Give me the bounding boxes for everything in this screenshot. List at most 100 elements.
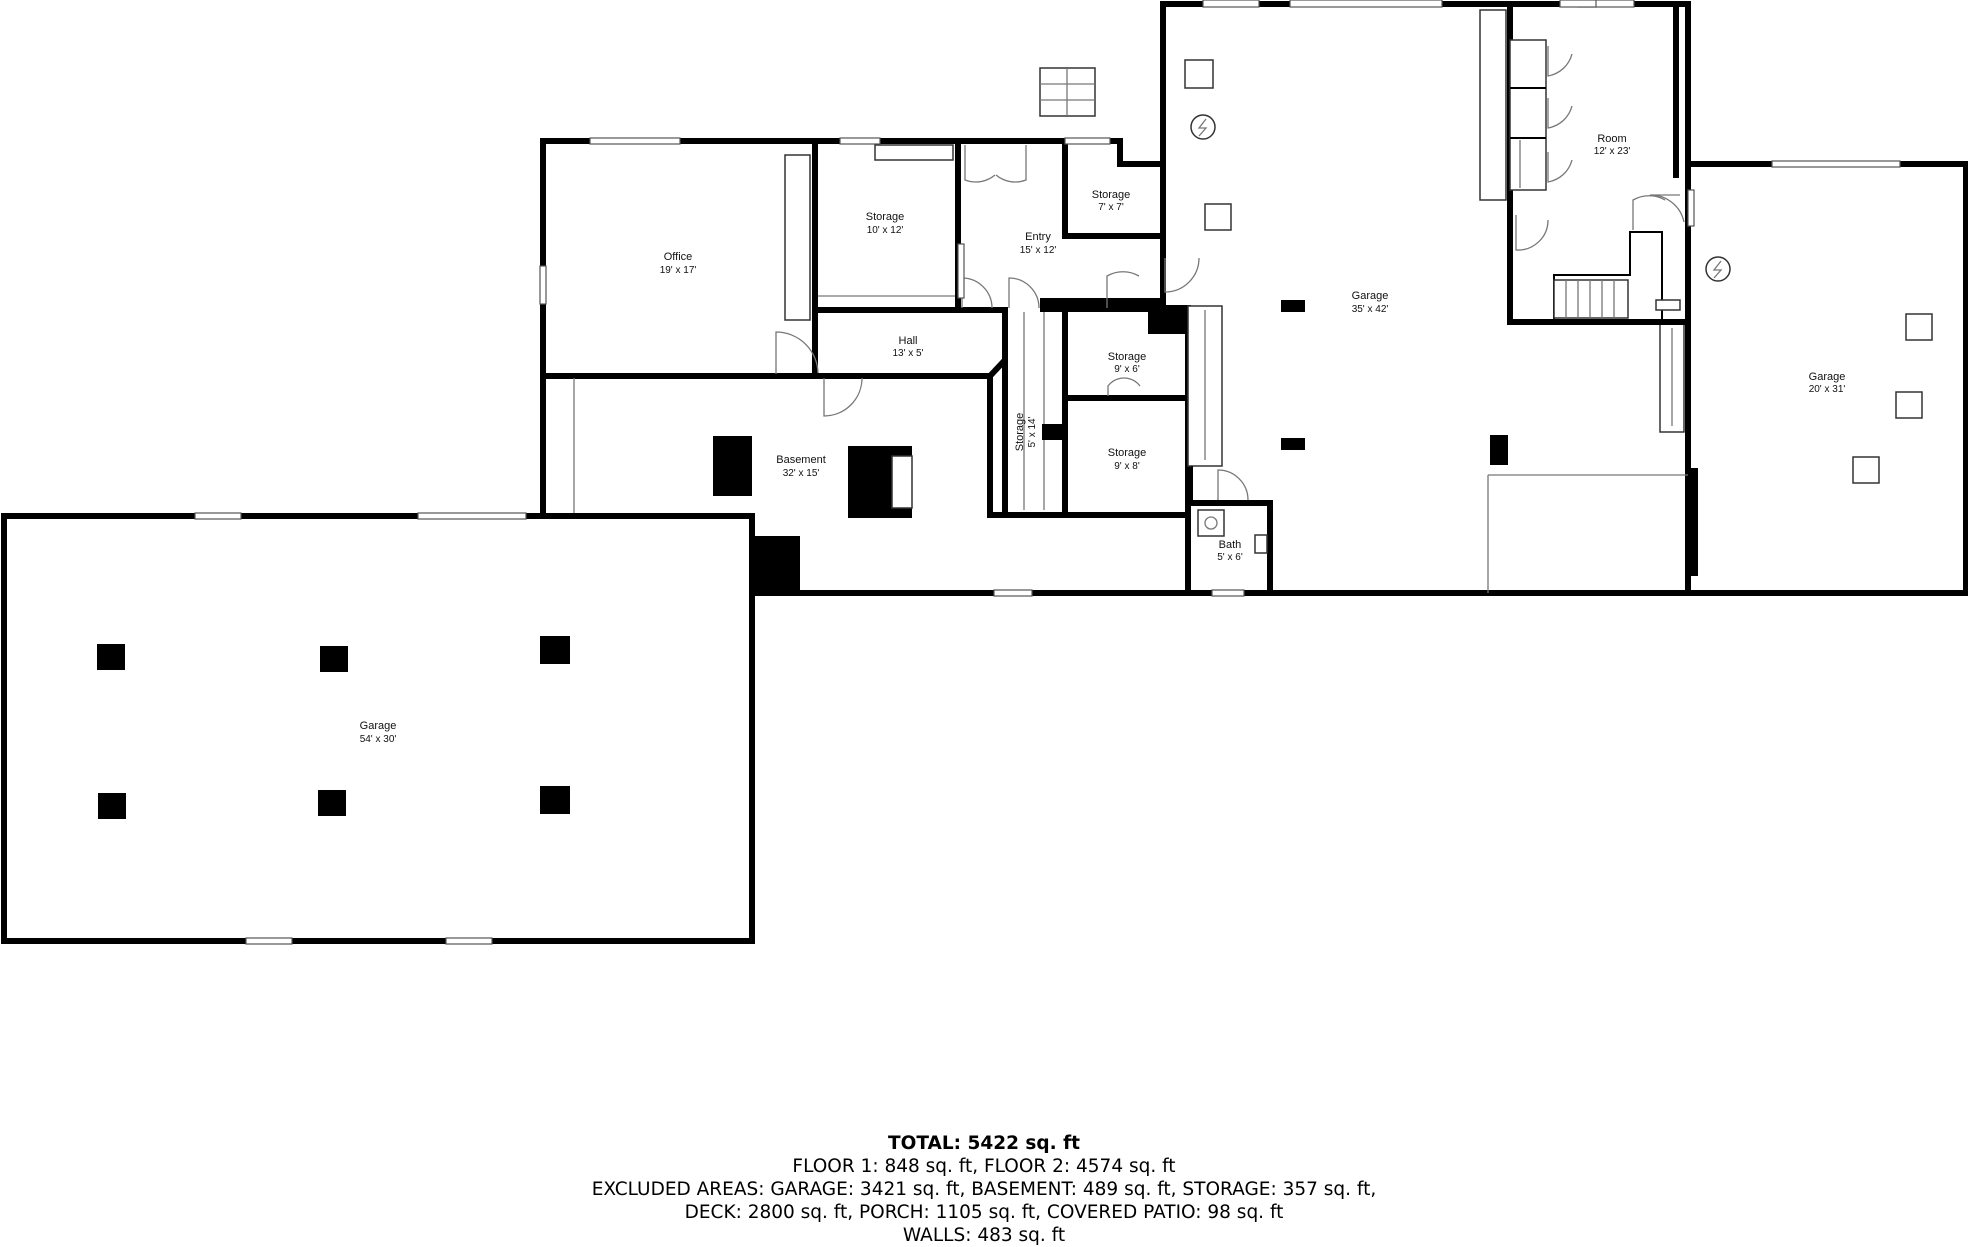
entry-door [1008,277,1040,309]
column [318,790,346,816]
room-name: Basement [776,454,826,466]
chimney [752,536,800,596]
window [245,937,293,945]
garage-wall [1160,305,1191,596]
garage-east-area [1685,160,1968,596]
lightning-icon [1197,118,1208,137]
room-dim: 32' x 15' [783,468,820,479]
appliance [1184,59,1214,89]
room-dim: 15' x 12' [1020,245,1057,256]
water-heater-icon [1190,114,1216,140]
room-name: Bath [1219,539,1242,551]
room-name: Hall [899,335,918,347]
storage-e-label: Storage 5' x 14' [1014,413,1038,452]
window [1289,0,1443,8]
room-name: Storage [1108,351,1147,363]
storage-shelf [874,144,954,161]
column [320,646,348,672]
room-dim: 9' x 8' [1114,461,1140,472]
appliance [1852,456,1880,484]
lightning-icon [1712,260,1723,279]
entry-door [995,145,1027,183]
window [839,137,881,145]
central-block [539,137,1200,597]
room-name: Room [1597,133,1626,145]
window [1687,189,1695,227]
window [194,512,242,520]
garage-west-walls [1,513,755,944]
column [1042,424,1062,440]
room-name: Storage [866,211,905,223]
room-dim: 54' x 30' [360,734,397,745]
window [957,243,965,299]
window [445,937,493,945]
shelf [1655,299,1681,311]
toilet [1254,534,1268,554]
locker-door [1547,152,1573,183]
room-name: Garage [360,720,397,732]
sink [1197,509,1225,537]
room-labels: Office 19' x 17' Storage 10' x 12' Entry… [360,133,1846,745]
storage-door [1107,377,1141,396]
room-area [1507,0,1691,325]
room-dim: 5' x 6' [1217,552,1243,563]
window [1211,589,1245,597]
room-name: Garage [1352,290,1389,302]
room-dim: 10' x 12' [867,225,904,236]
room-name: Storage [1092,189,1131,201]
stair-block [1040,298,1164,312]
window [539,265,547,305]
appliance [1895,391,1923,419]
window [1559,0,1597,8]
window [993,589,1033,597]
garage-main-area [1039,0,1691,597]
room-name: Storage [1108,447,1147,459]
entry-door [964,145,996,183]
walls-area: WALLS: 483 sq. ft [902,1225,1066,1246]
beam [713,436,752,450]
window [589,137,681,145]
room-name: Garage [1809,371,1846,383]
room-dim: 7' x 7' [1098,202,1124,213]
office-outer-wall [540,138,818,516]
stairs [1553,279,1629,319]
total-area: TOTAL: 5422 sq. ft [887,1133,1081,1154]
room-name: Storage [1014,413,1026,452]
column [540,786,570,814]
water-heater-icon [1705,256,1731,282]
lockers [1509,39,1547,191]
garage-west-area [1,512,755,945]
column [1281,438,1305,450]
garage-door-header [1690,468,1698,576]
furnace-panel [891,455,913,509]
garage-door [1164,257,1200,293]
appliance [1204,203,1232,231]
window [1064,137,1111,145]
room-name: Office [664,251,693,263]
bath-door [1217,469,1249,501]
area-summary: TOTAL: 5422 sq. ft FLOOR 1: 848 sq. ft, … [0,1132,1968,1247]
basement-door [823,377,863,417]
appliance [1905,313,1933,341]
room-dim: 13' x 5' [892,348,923,359]
floor-areas: FLOOR 1: 848 sq. ft, FLOOR 2: 4574 sq. f… [792,1156,1176,1177]
window [1202,0,1260,8]
locker-door [1547,46,1573,77]
room-dim: 5' x 14' [1027,416,1038,447]
locker-door [1547,98,1573,129]
entry-door [961,277,993,309]
column [1490,435,1508,465]
room-name: Entry [1025,231,1051,243]
office-counter [784,154,811,321]
room-door [1649,194,1685,223]
bath-walls [1189,500,1273,596]
excluded-areas-cont: DECK: 2800 sq. ft, PORCH: 1105 sq. ft, C… [684,1202,1284,1223]
room-dim: 9' x 6' [1114,364,1140,375]
stair-door [1632,195,1666,230]
column [97,644,125,670]
window [417,512,527,520]
window [1771,160,1901,168]
sink-basin [1204,516,1218,530]
column [1281,300,1305,312]
